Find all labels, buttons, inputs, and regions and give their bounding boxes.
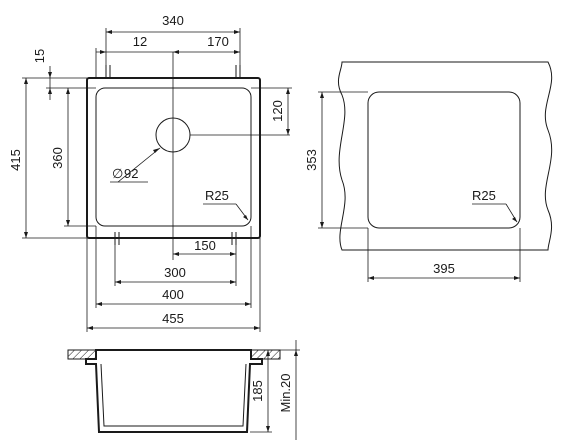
- cutout-view: 353 395 R25: [304, 61, 553, 282]
- dim-15-label: 15: [32, 49, 47, 63]
- cutout-dim-353-label: 353: [304, 149, 319, 171]
- sink-bowl-outline: [95, 87, 252, 227]
- flange-left: [67, 349, 97, 360]
- mounting-clip-bottom-left: [114, 232, 120, 245]
- drain-diameter-symbol: ∅: [112, 166, 123, 181]
- dim-300-label: 300: [164, 265, 186, 280]
- cutout-radius-label: R25: [472, 188, 496, 203]
- top-view: 340 12 170 15 415 360 120: [8, 13, 292, 332]
- sink-body-inner: [100, 363, 247, 427]
- side-dim-min20-label: Min.20: [278, 373, 293, 412]
- drain-diameter-label: 92: [124, 166, 138, 181]
- dim-455-label: 455: [162, 311, 184, 326]
- mounting-clip-bottom-right: [231, 232, 237, 245]
- side-dim-185-label: 185: [250, 380, 265, 402]
- corner-radius-label: R25: [205, 188, 229, 203]
- cutout-dim-395-label: 395: [433, 261, 455, 276]
- dim-360-label: 360: [50, 147, 65, 169]
- side-view: 185 Min.20: [67, 340, 300, 440]
- dim-150-label: 150: [194, 238, 216, 253]
- sink-body-outer: [85, 349, 263, 433]
- dim-120-label: 120: [270, 100, 285, 122]
- mounting-clip-top-right: [235, 65, 241, 78]
- mounting-clip-top-left: [105, 65, 111, 78]
- dim-12-label: 12: [133, 34, 147, 49]
- sink-outer-outline: [86, 77, 261, 239]
- dim-415-label: 415: [8, 149, 23, 171]
- countertop-outline: [337, 61, 553, 251]
- dim-400-label: 400: [162, 287, 184, 302]
- cutout-opening: [367, 91, 521, 229]
- dim-340-label: 340: [162, 13, 184, 28]
- dim-170-label: 170: [207, 34, 229, 49]
- flange-right: [250, 349, 281, 360]
